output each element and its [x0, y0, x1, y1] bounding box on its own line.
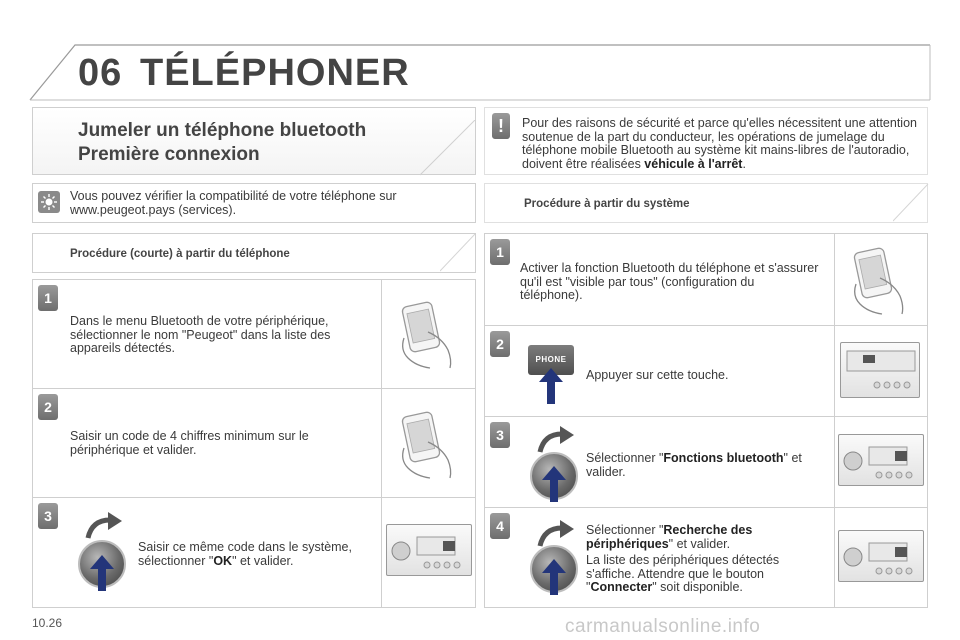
right-procedure-title: Procédure à partir du système: [524, 198, 690, 210]
section-title-box: [32, 107, 476, 175]
car-radio-unit: [838, 434, 924, 486]
phone-hand-icon: [853, 247, 904, 315]
chapter-title: TÉLÉPHONER: [140, 52, 410, 94]
right-procedure-title-box: [484, 183, 928, 223]
left-image-divider: [381, 279, 382, 608]
right-step-3-text: Sélectionner "Fonctions bluetooth" et va…: [586, 451, 802, 479]
left-step-1-badge: 1: [38, 285, 58, 311]
section-title-corner: [420, 120, 476, 176]
car-radio-unit: [840, 342, 920, 398]
page-number: 10.26: [32, 616, 63, 630]
warning-box: [484, 107, 928, 175]
push-arrow-icon: [542, 559, 566, 595]
right-step-1-badge: 1: [490, 239, 510, 265]
phone-hand-icon: [401, 411, 452, 479]
right-divider-1: [484, 325, 928, 326]
car-radio-unit: [838, 530, 924, 582]
phone-hand-icon: [401, 301, 452, 369]
watermark: carmanualsonline.info: [565, 616, 761, 637]
right-step-2-badge: 2: [490, 331, 510, 357]
left-divider-2: [32, 497, 476, 498]
left-procedure-title-box: [32, 233, 476, 273]
left-step-3-text: Saisir ce même code dans le système, sél…: [138, 540, 352, 568]
section-title-line1: Jumeler un téléphone bluetooth: [78, 120, 367, 141]
push-arrow-icon: [90, 555, 114, 591]
right-divider-2: [484, 416, 928, 417]
rotate-arrow-icon: [85, 512, 122, 539]
right-step-4-badge: 4: [490, 513, 510, 539]
car-radio-unit: [386, 524, 472, 576]
left-step-1-text: Dans le menu Bluetooth de votre périphér…: [70, 314, 331, 355]
left-step-3-badge: 3: [38, 503, 58, 529]
chapter-number: 06: [78, 52, 123, 94]
header-frame: [29, 44, 931, 101]
right-step-4-text: Sélectionner "Recherche des périphérique…: [586, 523, 753, 551]
left-procedure-title: Procédure (courte) à partir du téléphone: [70, 248, 290, 260]
right-step-1-text: Activer la fonction Bluetooth du télépho…: [520, 261, 819, 302]
left-step-2-text: Saisir un code de 4 chiffres minimum sur…: [70, 429, 309, 457]
left-step-2-badge: 2: [38, 394, 58, 420]
right-step-4-note: La liste des périphériques détectés s'af…: [586, 553, 780, 594]
right-step-3-badge: 3: [490, 422, 510, 448]
tip-sun-icon: [38, 191, 60, 213]
section-title-line2: Première connexion: [78, 144, 260, 165]
tip-box: [32, 183, 476, 223]
rotate-arrow-icon: [537, 520, 574, 547]
right-image-divider: [834, 233, 835, 608]
warning-icon: !: [492, 113, 510, 139]
left-procedure-title-corner: [440, 234, 476, 272]
rotate-arrow-icon: [537, 426, 574, 453]
push-arrow-icon: [539, 368, 563, 404]
left-divider-1: [32, 388, 476, 389]
right-divider-3: [484, 507, 928, 508]
warning-text: Pour des raisons de sécurité et parce qu…: [522, 116, 917, 171]
right-procedure-title-corner: [893, 184, 929, 222]
right-step-2-text: Appuyer sur cette touche.: [586, 368, 729, 382]
tip-text: Vous pouvez vérifier la compatibilité de…: [70, 189, 397, 217]
push-arrow-icon: [542, 466, 566, 502]
